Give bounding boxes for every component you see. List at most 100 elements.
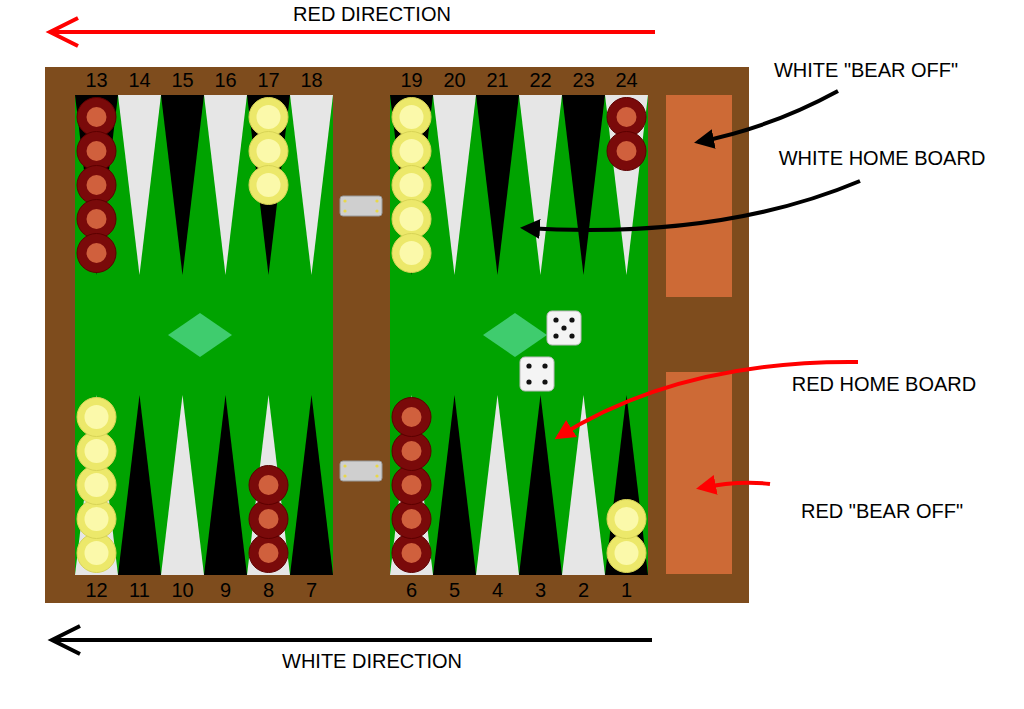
red-checker: [249, 534, 288, 573]
point-number: 2: [578, 580, 589, 600]
board-point: [75, 95, 118, 275]
white-checker: [77, 500, 116, 539]
point-number: 9: [220, 580, 231, 600]
board-points: [75, 95, 648, 575]
die: [547, 311, 581, 345]
red-direction-head: [50, 18, 78, 46]
red-direction-arrow: [50, 30, 655, 34]
point-number: 21: [486, 70, 508, 90]
callout-label: WHITE HOME BOARD: [779, 148, 986, 168]
white-checker: [392, 132, 431, 171]
red-checker: [607, 98, 646, 137]
white-checker: [249, 132, 288, 171]
board-point: [605, 395, 648, 575]
board-point: [161, 395, 204, 575]
white-checker: [77, 534, 116, 573]
point-number: 3: [535, 580, 546, 600]
red-checker: [392, 466, 431, 505]
board-point: [290, 395, 333, 575]
board-frame: [45, 67, 749, 603]
red-checker: [249, 466, 288, 505]
point-number: 5: [449, 580, 460, 600]
point-number: 24: [615, 70, 637, 90]
board-point: [519, 395, 562, 575]
red-checker: [77, 234, 116, 273]
bar-hinge: [340, 196, 382, 216]
red-checker: [607, 132, 646, 171]
point-number: 1: [621, 580, 632, 600]
point-number: 7: [306, 580, 317, 600]
callout-label: WHITE "BEAR OFF": [774, 60, 958, 80]
board-point: [390, 395, 433, 575]
point-number: 17: [257, 70, 279, 90]
white-checker: [607, 534, 646, 573]
callout-label: RED HOME BOARD: [792, 374, 976, 394]
board-point: [118, 395, 161, 575]
point-number: 13: [85, 70, 107, 90]
white-direction-arrow: [52, 638, 652, 642]
leader-arrow: [524, 181, 860, 230]
die: [520, 357, 554, 391]
red-checker: [392, 500, 431, 539]
red-checker: [249, 500, 288, 539]
point-number: 19: [400, 70, 422, 90]
white-checker: [249, 166, 288, 205]
board-point: [476, 95, 519, 275]
white-checker: [392, 234, 431, 273]
board-point: [204, 395, 247, 575]
red-checker: [392, 534, 431, 573]
leader-arrow: [700, 483, 770, 488]
right-field: [390, 95, 648, 575]
point-number: 14: [128, 70, 150, 90]
point-number: 16: [214, 70, 236, 90]
direction-label: WHITE DIRECTION: [282, 651, 462, 671]
board-point: [247, 395, 290, 575]
left-field: [75, 95, 333, 575]
point-number: 18: [300, 70, 322, 90]
point-number: 12: [85, 580, 107, 600]
white-checker: [392, 166, 431, 205]
white-checker: [77, 432, 116, 471]
red-checker: [392, 398, 431, 437]
board-point: [390, 95, 433, 275]
board-point: [290, 95, 333, 275]
point-number: 15: [171, 70, 193, 90]
red-bear-off-tray: [666, 372, 732, 574]
board-point: [433, 395, 476, 575]
point-number: 10: [171, 580, 193, 600]
point-number: 8: [263, 580, 274, 600]
point-number: 4: [492, 580, 503, 600]
field-diamond: [483, 313, 547, 357]
point-number: 20: [443, 70, 465, 90]
board-point: [247, 95, 290, 275]
white-bear-off-tray: [666, 95, 732, 297]
board-point: [605, 95, 648, 275]
red-checker: [77, 98, 116, 137]
white-checker: [77, 398, 116, 437]
white-checker: [77, 466, 116, 505]
red-checker: [77, 166, 116, 205]
field-diamond: [168, 313, 232, 357]
callout-label: RED "BEAR OFF": [801, 501, 963, 521]
checkers: [77, 98, 646, 573]
board-point: [476, 395, 519, 575]
point-number: 22: [529, 70, 551, 90]
board-point: [161, 95, 204, 275]
white-checker: [392, 98, 431, 137]
white-checker: [392, 200, 431, 239]
red-checker: [392, 432, 431, 471]
bar-hinge: [340, 461, 382, 481]
board-point: [75, 395, 118, 575]
red-checker: [77, 132, 116, 171]
board-point: [118, 95, 161, 275]
white-direction-head: [52, 626, 80, 654]
board-point: [433, 95, 476, 275]
leader-arrow: [698, 91, 838, 142]
direction-label: RED DIRECTION: [293, 4, 451, 24]
point-number: 23: [572, 70, 594, 90]
board-point: [562, 95, 605, 275]
point-number: 11: [129, 580, 150, 600]
point-number: 6: [406, 580, 417, 600]
white-checker: [607, 500, 646, 539]
